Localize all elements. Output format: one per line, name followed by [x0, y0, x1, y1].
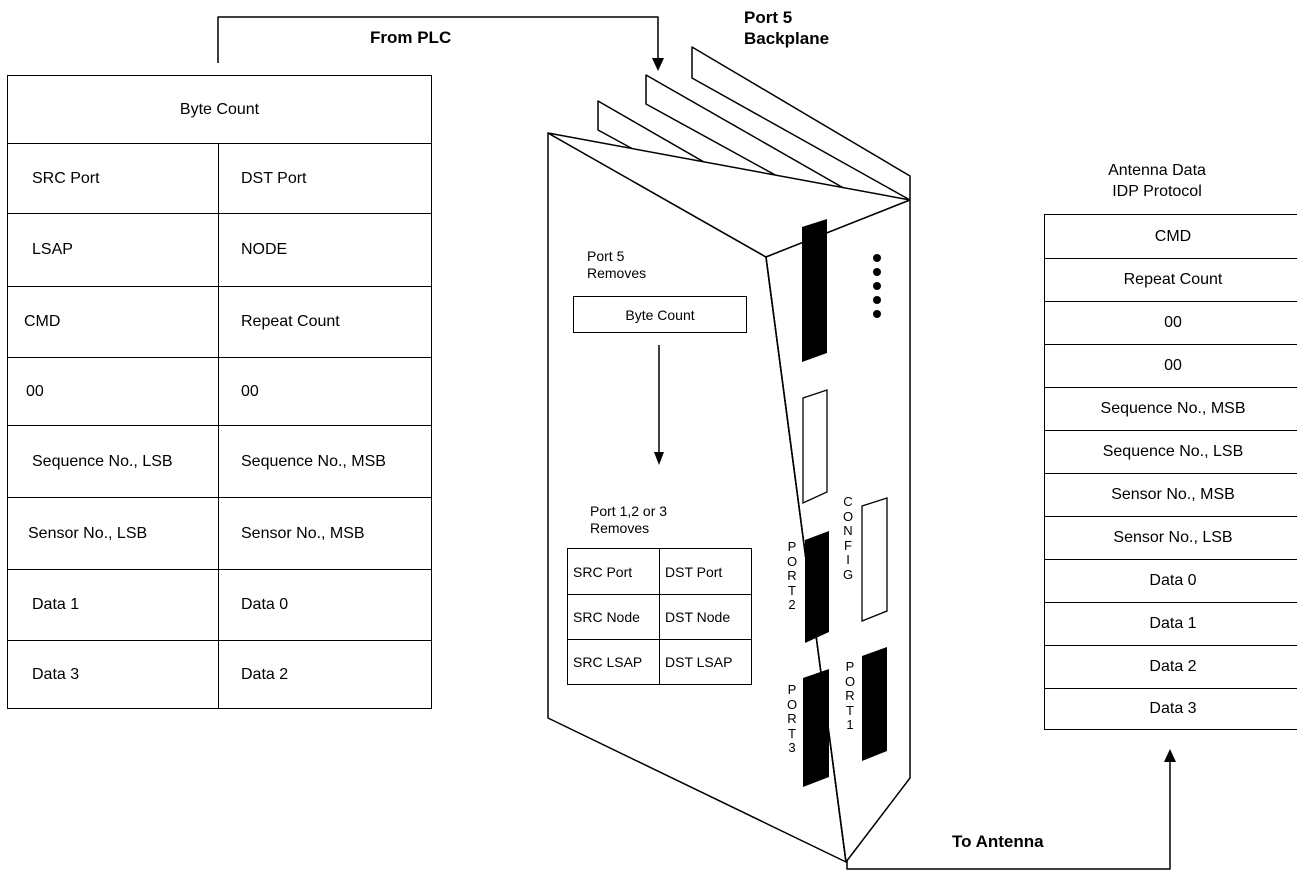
- table-row: Data 3 Data 2: [8, 640, 431, 708]
- table-row: Sensor No., MSB: [1045, 473, 1297, 516]
- table-cell: CMD: [8, 287, 219, 357]
- table-cell: Sensor No., LSB: [8, 498, 219, 569]
- port5-removes-line2: Removes: [587, 265, 647, 281]
- table-row: Sequence No., LSB: [1045, 430, 1297, 473]
- table-cell: DST Port: [665, 563, 723, 580]
- table-cell: SRC LSAP: [568, 640, 660, 684]
- table-cell: SRC Node: [568, 595, 660, 639]
- table-row: SRC Node DST Node: [568, 594, 751, 639]
- table-row: Data 1 Data 0: [8, 569, 431, 640]
- table-row: Sensor No., LSB Sensor No., MSB: [8, 497, 431, 569]
- table-row: CMD: [1154, 227, 1192, 245]
- port5-backplane-label-line2: Backplane: [744, 29, 830, 48]
- config-port: [861, 497, 888, 622]
- table-row: Data 3: [1045, 688, 1297, 729]
- table-row: 00: [1045, 301, 1297, 344]
- from-plc-arrowhead: [652, 58, 664, 71]
- byte-count-box: Byte Count: [573, 296, 747, 333]
- table-row: Byte Count: [8, 76, 431, 143]
- table-cell: Data 1: [8, 570, 219, 640]
- table-row: Data 1: [1045, 602, 1297, 645]
- table-cell: LSAP: [8, 214, 219, 286]
- table-row: Data 0: [1045, 559, 1297, 602]
- table-cell: DST Node: [665, 609, 731, 625]
- indicator-leds: [873, 254, 881, 318]
- to-antenna-arrowhead: [1164, 749, 1176, 762]
- port123-removes-line1: Port 1,2 or 3: [590, 503, 668, 519]
- port1-connector: [862, 647, 887, 761]
- port5-backplane-label-line1: Port 5: [744, 8, 793, 27]
- table-cell: SRC Port: [568, 549, 660, 594]
- port-connector-top: [802, 219, 827, 362]
- table-row: LSAP NODE: [8, 213, 431, 286]
- port5-removes-line1: Port 5: [587, 248, 625, 264]
- antenna-data-table: CMD Repeat Count 00 00 Sequence No., MSB…: [1044, 214, 1297, 730]
- backplane-card-3: [691, 46, 911, 201]
- antenna-title-line1: Antenna Data: [1108, 162, 1206, 179]
- port123-removes-line2: Removes: [590, 520, 650, 536]
- table-cell: Sequence No., MSB: [241, 452, 386, 470]
- table-cell: NODE: [241, 241, 288, 258]
- table-row: 00 00: [8, 357, 431, 425]
- table-cell: Sequence No., LSB: [8, 426, 219, 497]
- to-antenna-label: To Antenna: [952, 832, 1044, 851]
- from-plc-label: From PLC: [370, 28, 452, 47]
- table-row: SRC Port DST Port: [8, 143, 431, 213]
- table-cell: Repeat Count: [241, 313, 340, 330]
- table-row: Repeat Count: [1045, 258, 1297, 301]
- device-removed-fields-table: SRC Port DST Port SRC Node DST Node SRC …: [567, 548, 752, 685]
- antenna-title-line2: IDP Protocol: [1112, 183, 1202, 200]
- table-row: SRC LSAP DST LSAP: [568, 639, 751, 684]
- from-plc-connector: [217, 16, 659, 63]
- table-cell: Data 0: [241, 596, 289, 613]
- table-row: SRC Port DST Port: [568, 549, 751, 594]
- table-cell: Data 2: [241, 665, 289, 683]
- table-cell: 00: [8, 358, 219, 425]
- table-row: Data 2: [1045, 645, 1297, 688]
- table-cell: Byte Count: [179, 100, 260, 118]
- table-row: CMD Repeat Count: [8, 286, 431, 357]
- table-cell: DST Port: [241, 169, 307, 187]
- table-cell: 00: [241, 382, 259, 400]
- port2-connector: [805, 531, 829, 643]
- display-window: [802, 389, 828, 505]
- table-row: 00: [1045, 344, 1297, 387]
- table-cell: SRC Port: [8, 144, 219, 213]
- port3-connector: [803, 669, 829, 787]
- table-cell: Sensor No., MSB: [241, 524, 365, 542]
- table-cell: Data 3: [8, 641, 219, 708]
- table-row: Sensor No., LSB: [1045, 516, 1297, 559]
- plc-data-table: Byte Count SRC Port DST Port LSAP NODE C…: [7, 75, 432, 709]
- table-cell: DST LSAP: [665, 654, 733, 670]
- table-row: Sequence No., MSB: [1045, 387, 1297, 430]
- table-row: Sequence No., LSB Sequence No., MSB: [8, 425, 431, 497]
